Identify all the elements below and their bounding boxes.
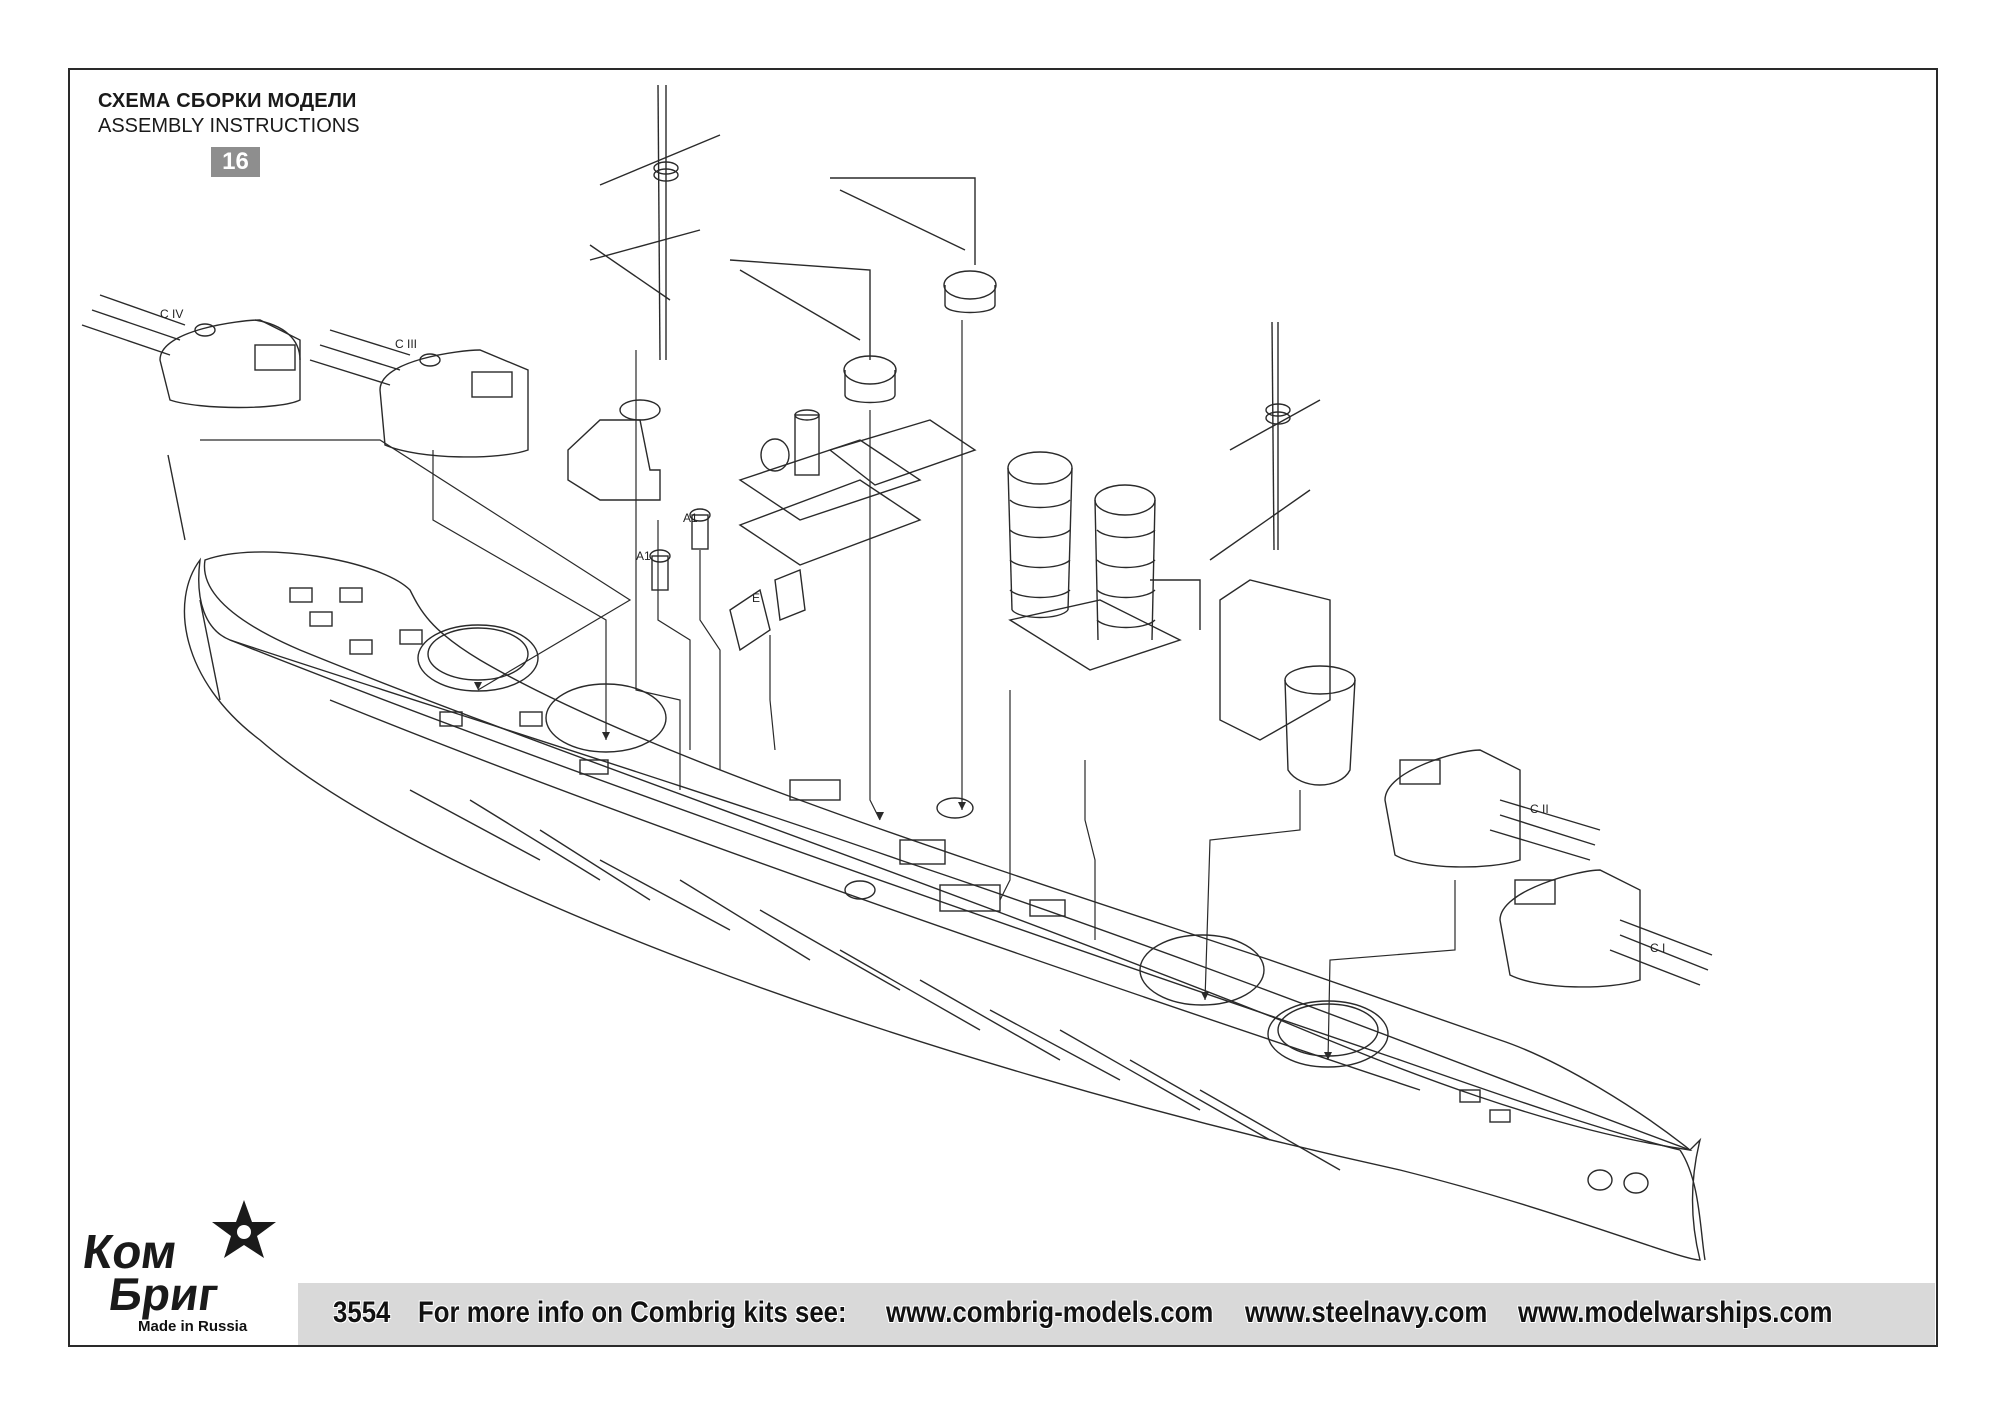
barbette-ring-c4 xyxy=(417,624,539,692)
crane-right xyxy=(830,177,997,314)
svg-text:Ком: Ком xyxy=(84,1225,181,1279)
funnel-aft xyxy=(1007,451,1073,619)
link-combrig[interactable]: www.combrig-models.com xyxy=(886,1296,1214,1329)
footer-bar xyxy=(298,1283,1935,1345)
part-a1-left xyxy=(649,549,671,591)
title-russian: СХЕМА СБОРКИ МОДЕЛИ xyxy=(98,90,357,112)
kit-number: 3554 xyxy=(333,1296,391,1329)
footer-info-text: For more info on Combrig kits see: xyxy=(418,1296,847,1329)
part-a1-right xyxy=(689,508,711,550)
title-english: ASSEMBLY INSTRUCTIONS xyxy=(98,115,360,137)
made-in-russia: Made in Russia xyxy=(138,1318,248,1335)
svg-text:Бриг: Бриг xyxy=(106,1268,222,1320)
crane-left xyxy=(729,259,897,404)
link-modelwarships[interactable]: www.modelwarships.com xyxy=(1518,1296,1833,1329)
label-a1-left: A1 xyxy=(636,549,651,563)
label-e: E xyxy=(752,591,760,605)
turret-c4 xyxy=(81,294,301,409)
label-c4: C IV xyxy=(160,307,183,321)
turret-c1 xyxy=(1499,869,1713,988)
turret-c2 xyxy=(1384,749,1601,868)
ship-assembly-drawing: C IV C III C II C I A1 A1 E xyxy=(81,84,1713,1261)
turret-c3 xyxy=(309,329,529,458)
step-number-badge: 16 xyxy=(211,147,260,177)
page-frame xyxy=(68,68,1938,1347)
barbette-ring-c2 xyxy=(1139,934,1265,1006)
barbette-ring-c1 xyxy=(1267,1000,1389,1068)
label-c2: C II xyxy=(1530,802,1549,816)
part-e xyxy=(729,569,806,652)
aft-mast xyxy=(567,84,721,501)
funnel-fore xyxy=(1094,484,1156,641)
fore-mast xyxy=(1209,321,1356,786)
combrig-logo: Ком Бриг xyxy=(84,1200,276,1320)
link-steelnavy[interactable]: www.steelnavy.com xyxy=(1245,1296,1488,1329)
hull-outline xyxy=(183,557,1702,1261)
label-c3: C III xyxy=(395,337,417,351)
label-c1: C I xyxy=(1650,941,1665,955)
label-a1-right: A1 xyxy=(683,511,698,525)
main-deck xyxy=(203,551,1693,1152)
boat-deck xyxy=(738,409,977,566)
